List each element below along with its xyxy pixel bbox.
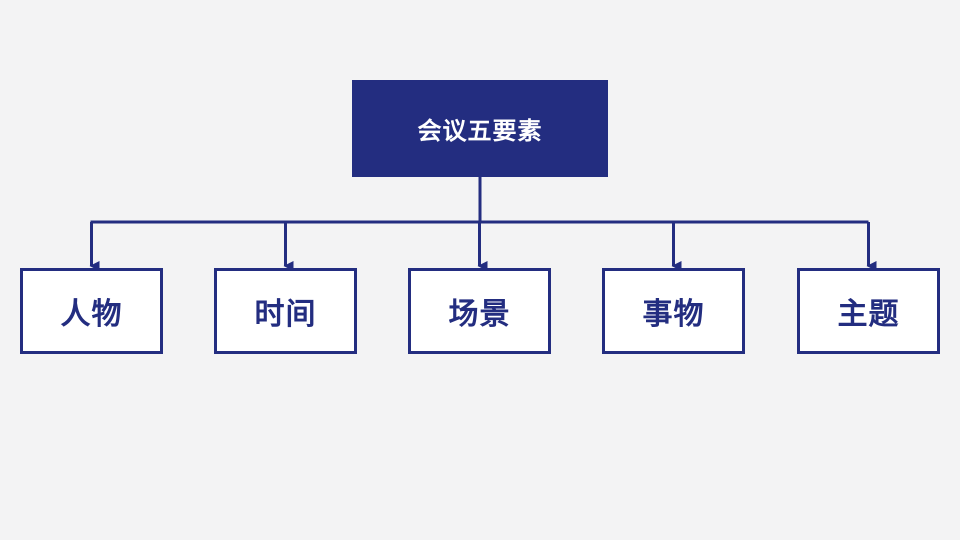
child-node-label: 主题 bbox=[837, 297, 900, 332]
child-node-zhuti: 主题 bbox=[797, 268, 940, 354]
child-node-renwu: 人物 bbox=[20, 268, 163, 354]
child-node-label: 场景 bbox=[448, 297, 511, 332]
root-node-label: 会议五要素 bbox=[417, 117, 543, 145]
child-node-shijian: 时间 bbox=[214, 268, 357, 354]
child-node-shiwu: 事物 bbox=[602, 268, 745, 354]
child-node-changjing: 场景 bbox=[408, 268, 551, 354]
child-node-label: 时间 bbox=[254, 297, 317, 332]
child-node-label: 人物 bbox=[60, 297, 123, 332]
child-node-label: 事物 bbox=[642, 297, 705, 332]
root-node-box: 会议五要素 bbox=[352, 80, 608, 177]
